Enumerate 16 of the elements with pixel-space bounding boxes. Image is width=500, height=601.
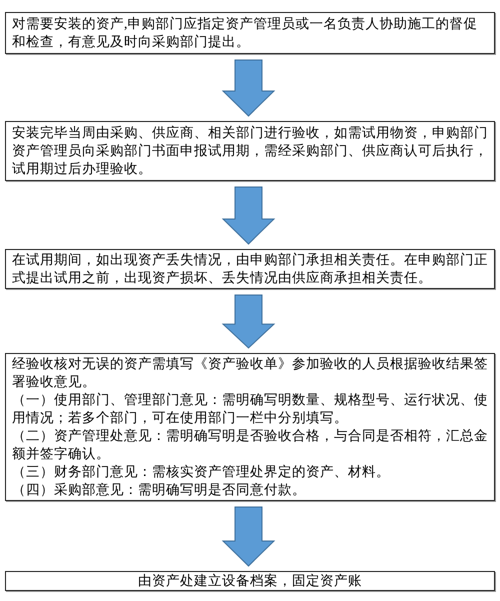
step-text: 对需要安装的资产,申购部门应指定资产管理员或一名负责人协助施工的督促和检查，有意见及时向采购部门提出。 — [12, 15, 478, 51]
intro-text: 经验收核对无误的资产需填写《资产验收单》参加验收的人员根据验收结果签署验收意见。 — [12, 355, 488, 391]
down-arrow — [222, 294, 276, 349]
down-arrow — [222, 186, 276, 245]
process-box — [5, 353, 495, 501]
step-text: 由资产处建立设备档案，固定资产账 — [137, 572, 363, 590]
criterion-text: （二）资产管理处意见：需明确写明是否验收合格，与合同是否相符，汇总金额并签字确认。 — [12, 427, 488, 463]
criterion-text: （三）财务部门意见：需核实资产管理处界定的资产、材料。 — [12, 463, 391, 481]
process-box — [5, 12, 495, 54]
down-arrow — [222, 60, 276, 117]
process-box — [5, 571, 495, 591]
step-text: 安装完毕当周由采购、供应商、相关部门进行验收，如需试用物资，申购部门资产管理员向采购部门书面申报试用期，需经采购部门、供应商认可后执行，试用期过后办理验收。 — [12, 124, 488, 178]
criterion-text: （四）采购部意见：需明确写明是否同意付款。 — [12, 481, 307, 499]
criterion-text: （一）使用部门、管理部门意见：需明确写明数量、规格型号、运行状况、使用情况；若多个部门，可在使用部门一栏中分别填写。 — [12, 391, 488, 427]
down-arrow — [222, 506, 276, 567]
step-text: 在试用期间，如出现资产丢失情况，由申购部门承担相关责任。在申购部门正式提出试用之前，出现资产损坏、丢失情况由供应商承担相关责任。 — [12, 251, 488, 287]
